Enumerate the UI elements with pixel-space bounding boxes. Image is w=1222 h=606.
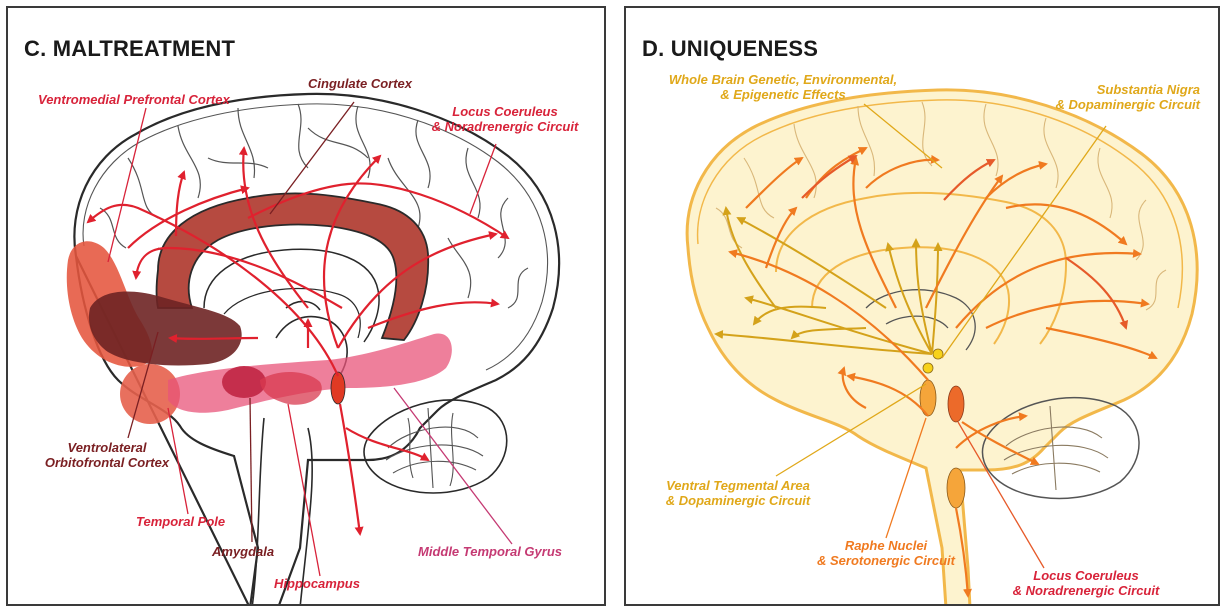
label-raphe-nuclei: Raphe Nuclei & Serotonergic Circuit — [806, 538, 966, 568]
label-amygdala: Amygdala — [212, 544, 274, 559]
label-lc-line2: & Noradrenergic Circuit — [420, 119, 590, 134]
label-raphe-line2: & Serotonergic Circuit — [806, 553, 966, 568]
label-raphe-line1: Raphe Nuclei — [806, 538, 966, 553]
label-whole-line1: Whole Brain Genetic, Environmental, — [648, 72, 918, 87]
label-lc-line2: & Noradrenergic Circuit — [986, 583, 1186, 598]
label-sn-line2: & Dopaminergic Circuit — [1028, 97, 1200, 112]
label-whole-brain: Whole Brain Genetic, Environmental, & Ep… — [648, 72, 918, 102]
amygdala-region — [222, 366, 266, 398]
substantia-nigra-node — [923, 363, 933, 373]
vta-node — [933, 349, 943, 359]
label-lc-line1: Locus Coeruleus — [420, 104, 590, 119]
label-vmpfc: Ventromedial Prefrontal Cortex — [38, 92, 230, 107]
label-vlofc-line1: Ventrolateral — [32, 440, 182, 455]
label-middle-temporal-gyrus: Middle Temporal Gyrus — [418, 544, 562, 559]
label-locus-coeruleus: Locus Coeruleus & Noradrenergic Circuit — [420, 104, 590, 134]
label-cingulate-cortex: Cingulate Cortex — [308, 76, 412, 91]
uniqueness-panel: D. UNIQUENESS — [624, 6, 1220, 606]
label-temporal-pole: Temporal Pole — [136, 514, 225, 529]
label-sn-line1: Substantia Nigra — [1028, 82, 1200, 97]
label-substantia-nigra: Substantia Nigra & Dopaminergic Circuit — [1028, 82, 1200, 112]
label-vta-line2: & Dopaminergic Circuit — [648, 493, 828, 508]
locus-coeruleus-node — [948, 386, 964, 422]
label-vta: Ventral Tegmental Area & Dopaminergic Ci… — [648, 478, 828, 508]
label-hippocampus: Hippocampus — [274, 576, 360, 591]
label-locus-coeruleus: Locus Coeruleus & Noradrenergic Circuit — [986, 568, 1186, 598]
label-whole-line2: & Epigenetic Effects — [648, 87, 918, 102]
raphe-lower-node — [947, 468, 965, 508]
locus-coeruleus-node — [331, 372, 345, 404]
label-vlofc: Ventrolateral Orbitofrontal Cortex — [32, 440, 182, 470]
maltreatment-panel: C. MALTREATMENT — [6, 6, 606, 606]
label-vlofc-line2: Orbitofrontal Cortex — [32, 455, 182, 470]
label-lc-line1: Locus Coeruleus — [986, 568, 1186, 583]
label-vta-line1: Ventral Tegmental Area — [648, 478, 828, 493]
